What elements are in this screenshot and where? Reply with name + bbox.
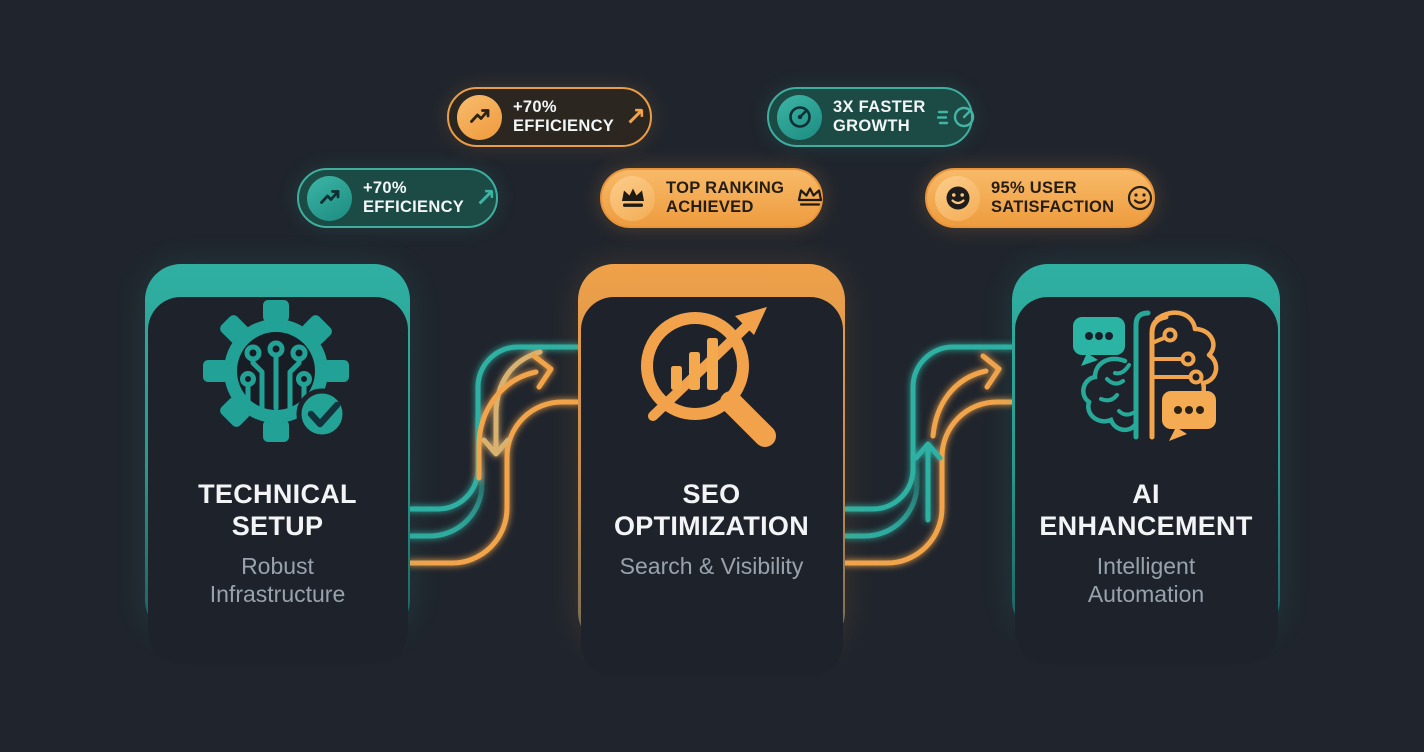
badge-efficiency-orange: +70% EFFICIENCY ↗	[447, 87, 652, 147]
badge-line: +70%	[363, 178, 407, 197]
connector-2-orange-curve	[842, 399, 1015, 566]
arrow-up-right-icon: ↗	[625, 102, 647, 131]
smiley-icon	[935, 175, 980, 221]
arrow-down-head	[481, 437, 511, 457]
crown-outline-icon	[795, 185, 825, 211]
arrow-up-head	[913, 441, 943, 461]
connector-1-arrow-up-right-head	[531, 353, 554, 390]
card-title: AI ENHANCEMENT	[1039, 478, 1253, 542]
connector-2-teal-curve	[842, 344, 1015, 512]
card-technical-setup: TECHNICAL SETUP Robust Infrastructure	[145, 264, 410, 664]
arrow-down-icon	[493, 349, 543, 455]
connector-1-teal-curve-secondary	[407, 449, 485, 539]
badge-efficiency-teal: +70% EFFICIENCY ↗	[297, 168, 498, 228]
badge-growth: 3X FASTER GROWTH	[767, 87, 974, 147]
trend-up-icon	[457, 94, 502, 140]
badge-line: GROWTH	[833, 117, 910, 135]
badge-line: EFFICIENCY	[513, 117, 615, 135]
gauge-speed-icon	[936, 104, 977, 130]
badge-top-ranking: TOP RANKING ACHIEVED	[600, 168, 823, 228]
card-subtitle: Intelligent Automation	[1087, 553, 1205, 607]
trend-up-icon	[307, 175, 352, 221]
seo-growth-icon	[581, 297, 843, 452]
card-subtitle: Robust Infrastructure	[209, 553, 346, 607]
arrow-up-right-icon: ↗	[475, 183, 497, 212]
badge-line: +70%	[513, 97, 557, 116]
ai-brain-icon	[1015, 297, 1278, 452]
connector-2-teal-curve-secondary	[842, 449, 920, 539]
smiley-outline-icon	[1125, 183, 1155, 213]
badge-line: EFFICIENCY	[363, 198, 465, 216]
gear-circuit-icon	[148, 297, 408, 452]
connector-1-teal-curve	[407, 344, 581, 512]
card-title: SEO OPTIMIZATION	[613, 478, 810, 542]
connector-2-arrow-up-right-head	[980, 353, 1002, 390]
badge-line: SATISFACTION	[991, 198, 1115, 216]
card-subtitle: Search & Visibility	[619, 553, 804, 580]
badge-line: 95% USER	[991, 178, 1077, 197]
badge-user-satisfaction: 95% USER SATISFACTION	[925, 168, 1155, 228]
crown-icon	[610, 175, 655, 221]
badge-line: TOP RANKING	[666, 178, 785, 197]
badge-line: ACHIEVED	[666, 198, 754, 216]
connector-1-orange-curve	[407, 399, 581, 566]
connector-1-arrow-up-right	[476, 369, 539, 481]
card-seo-optimization: SEO OPTIMIZATION Search & Visibility	[578, 264, 845, 676]
card-ai-enhancement: AI ENHANCEMENT Intelligent Automation	[1012, 264, 1280, 664]
gauge-icon	[777, 94, 822, 140]
badge-line: 3X FASTER	[833, 97, 926, 116]
card-title: TECHNICAL SETUP	[198, 478, 357, 542]
connector-2-arrow-up-right	[930, 368, 989, 439]
